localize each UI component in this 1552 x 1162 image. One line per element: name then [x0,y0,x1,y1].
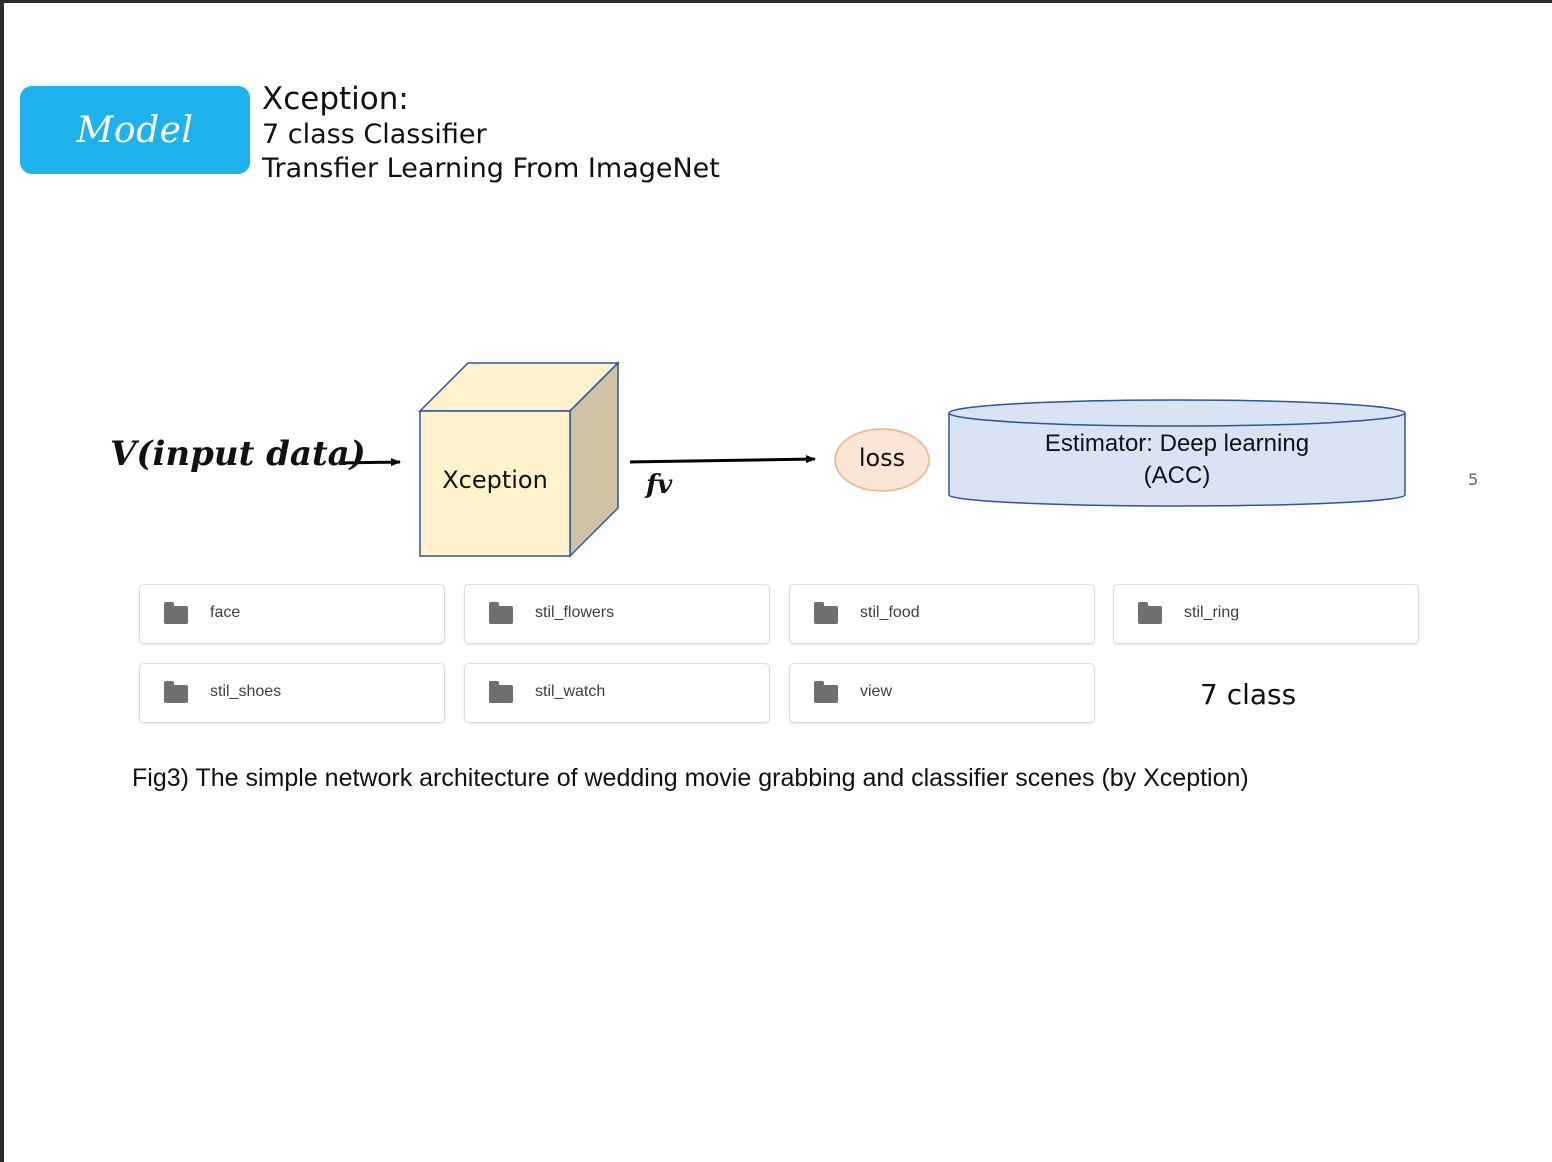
page-number: 5 [1468,470,1479,489]
fv-label: fv [646,470,673,500]
input-arrow-icon [339,458,401,467]
folder-item-stil-watch[interactable]: stil_watch [464,663,770,723]
class-count-label: 7 class [1200,678,1297,711]
estimator-line-1: Estimator: Deep learning [1044,430,1310,457]
folder-label: stil_ring [1184,604,1240,621]
folder-label: stil_watch [535,683,606,700]
input-data-label: V(input data) [110,434,366,474]
folder-label: face [210,604,241,621]
folder-item-view[interactable]: view [789,663,1095,723]
folder-item-face[interactable]: face [139,584,445,644]
loss-node [834,428,930,492]
frame-top-border [0,0,1552,3]
folder-label: stil_shoes [210,683,282,700]
folder-item-stil-food[interactable]: stil_food [789,584,1095,644]
folder-item-stil-shoes[interactable]: stil_shoes [139,663,445,723]
folder-icon [489,681,513,703]
folder-label: view [860,683,893,700]
estimator-label: Estimator: Deep learning (ACC) [950,428,1404,492]
folder-item-stil-ring[interactable]: stil_ring [1113,584,1419,644]
folder-item-stil-flowers[interactable]: stil_flowers [464,584,770,644]
cylinder-top [948,399,1406,427]
loss-label: loss [858,444,906,472]
header-text: Xception: 7 class Classifier Transfier L… [262,80,720,186]
header-line-classifier: 7 class Classifier [262,119,487,150]
header-title: Xception: [262,81,409,117]
fv-arrow-icon [629,455,816,464]
xception-label: Xception [442,466,548,494]
header-line-transfer: Transfier Learning From ImageNet [262,153,720,184]
estimator-cylinder [948,399,1406,507]
model-badge: Model [20,86,250,174]
model-badge-label: Model [76,109,194,151]
frame-left-border [0,0,4,1162]
folder-label: stil_food [860,604,920,621]
folder-icon [814,602,838,624]
cube-front-face [419,410,571,557]
folder-icon [814,681,838,703]
folder-icon [489,602,513,624]
folder-icon [1138,602,1162,624]
cylinder-body [948,413,1406,507]
folder-icon [164,681,188,703]
xception-cube [418,361,620,558]
folder-label: stil_flowers [535,604,615,621]
figure-caption: Fig3) The simple network architecture of… [132,764,1249,792]
estimator-line-2: (ACC) [1143,462,1211,489]
folder-icon [164,602,188,624]
